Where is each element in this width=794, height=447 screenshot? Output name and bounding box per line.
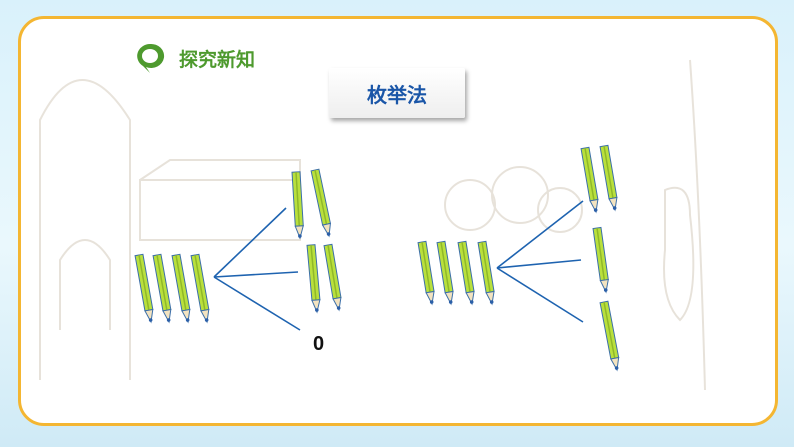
pencil: [417, 240, 435, 306]
branch-line: [496, 267, 584, 323]
pencil: [323, 243, 342, 312]
pencil: [477, 240, 495, 306]
branch-line: [496, 259, 582, 269]
pencil: [310, 168, 332, 238]
pencil: [134, 253, 154, 324]
branch-line: [213, 271, 299, 278]
method-title: 枚举法: [367, 84, 427, 107]
speech-bubble-icon: [137, 43, 165, 73]
pencil: [436, 240, 454, 306]
pencil: [599, 300, 620, 372]
pencil: [599, 144, 618, 212]
section-header: 探究新知: [135, 42, 255, 74]
pencil: [592, 226, 609, 294]
pencil: [171, 253, 191, 324]
pencil: [291, 171, 304, 240]
branch-line: [496, 200, 584, 269]
pencil: [457, 240, 475, 306]
section-title: 探究新知: [179, 49, 256, 71]
method-title-box: 枚举法: [329, 68, 465, 118]
pencil: [306, 244, 321, 314]
pencil: [152, 253, 172, 324]
branch-line: [213, 276, 301, 331]
branch-label-zero: 0: [313, 333, 325, 355]
pencil: [190, 253, 210, 324]
pencil: [580, 146, 599, 214]
branch-line: [213, 207, 287, 278]
